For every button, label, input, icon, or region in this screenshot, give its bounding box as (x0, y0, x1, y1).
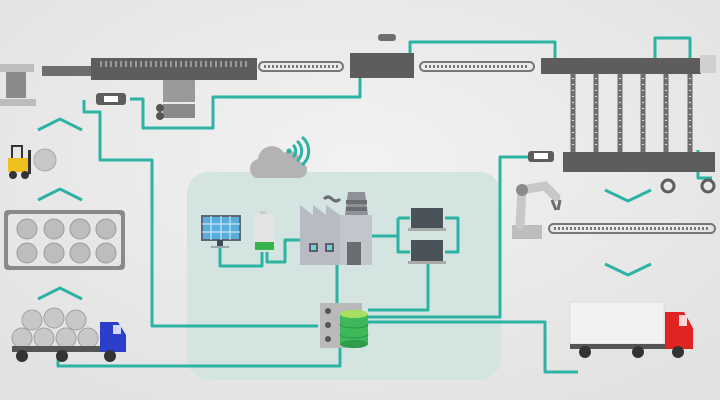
laptop-icon (408, 240, 446, 264)
conveyor-icon (419, 61, 535, 72)
coil-rack-icon (4, 210, 125, 270)
forklift-icon (8, 145, 57, 179)
rolling-mill-icon (91, 58, 257, 120)
shear-machine-icon (350, 34, 414, 78)
conveyor-icon (548, 223, 716, 234)
server-database-icon (320, 303, 369, 348)
delivery-truck-blue-icon (11, 307, 126, 362)
solar-panel-icon (201, 215, 241, 248)
furnace-icon (528, 55, 716, 194)
central-network-panel (187, 172, 501, 380)
uncoiler-machine-icon (0, 64, 92, 106)
delivery-truck-red-icon (569, 301, 693, 358)
flow-chevrons (37, 117, 652, 301)
connection-wires (56, 36, 712, 374)
laptop-icon (408, 208, 446, 231)
battery-icon (255, 211, 274, 250)
conveyor-icon (258, 61, 344, 72)
cloud-wifi-icon (249, 135, 311, 179)
robot-arm-icon (512, 181, 562, 239)
factory-icon (300, 192, 372, 265)
